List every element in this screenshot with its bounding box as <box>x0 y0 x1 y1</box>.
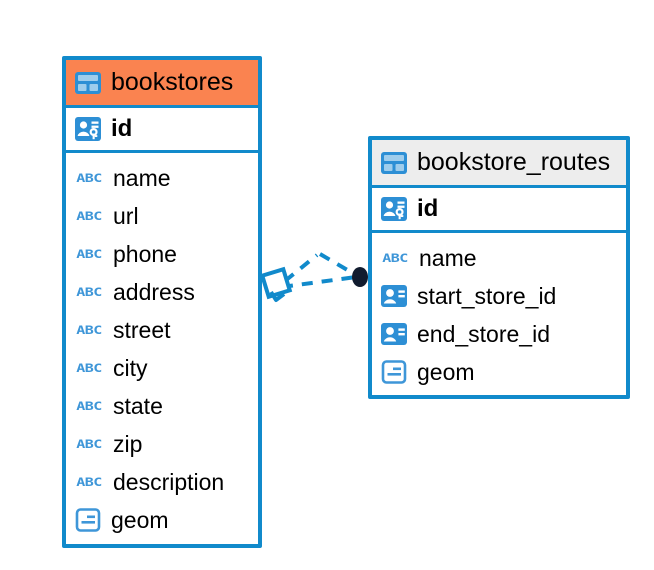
field-label: state <box>113 392 163 419</box>
field-row[interactable]: ABC city <box>66 349 258 387</box>
field-label: geom <box>417 358 475 385</box>
field-label: name <box>419 244 477 271</box>
relationship-branch-3 <box>318 252 358 277</box>
field-row[interactable]: end_store_id <box>372 315 626 353</box>
abc-text-icon: ABC <box>76 436 102 451</box>
field-row[interactable]: ABC street <box>66 311 258 349</box>
entity-header[interactable]: bookstore_routes <box>372 140 626 188</box>
diamond-marker <box>259 266 293 302</box>
primary-key-row[interactable]: id <box>66 108 258 153</box>
field-label: zip <box>113 430 143 457</box>
field-row[interactable]: geom <box>66 501 258 539</box>
field-list: ABC name start_store_id <box>372 233 626 397</box>
field-label: city <box>113 354 148 381</box>
field-label: url <box>113 202 139 229</box>
field-row[interactable]: ABC address <box>66 273 258 311</box>
field-row[interactable]: geom <box>372 353 626 391</box>
relationship-branch-2 <box>283 253 319 283</box>
primary-key-icon <box>381 196 407 222</box>
field-list: ABC name ABC url ABC phone ABC address A… <box>66 153 258 545</box>
entity-bookstore-routes[interactable]: bookstore_routes id ABC name <box>368 136 630 399</box>
field-label: description <box>113 468 225 495</box>
field-label: address <box>113 278 195 305</box>
field-label: id <box>111 115 133 142</box>
field-row[interactable]: ABC description <box>66 463 258 501</box>
field-label: start_store_id <box>417 282 557 309</box>
relationship-branch-1 <box>281 275 357 289</box>
abc-text-icon: ABC <box>76 474 102 489</box>
abc-text-icon: ABC <box>76 398 102 413</box>
field-label: name <box>113 164 171 191</box>
filled-circle-marker <box>352 267 368 287</box>
primary-key-row[interactable]: id <box>372 188 626 233</box>
field-row[interactable]: ABC name <box>66 159 258 197</box>
field-label: id <box>417 195 439 222</box>
foreign-key-icon <box>381 284 407 308</box>
abc-text-icon: ABC <box>76 322 102 337</box>
field-row[interactable]: ABC url <box>66 197 258 235</box>
abc-text-icon: ABC <box>76 208 102 223</box>
field-label: street <box>113 316 171 343</box>
field-row[interactable]: start_store_id <box>372 277 626 315</box>
entity-title: bookstores <box>111 68 234 96</box>
field-label: geom <box>111 506 169 533</box>
table-icon <box>75 71 101 94</box>
field-row[interactable]: ABC zip <box>66 425 258 463</box>
entity-bookstores[interactable]: bookstores id ABC name <box>62 56 262 548</box>
field-row[interactable]: ABC state <box>66 387 258 425</box>
primary-key-icon <box>75 116 101 142</box>
field-label: end_store_id <box>417 320 550 347</box>
foreign-key-icon <box>381 322 407 346</box>
entity-title: bookstore_routes <box>417 148 611 176</box>
geometry-icon <box>75 508 101 532</box>
abc-text-icon: ABC <box>382 250 408 265</box>
abc-text-icon: ABC <box>76 284 102 299</box>
relationship-lines <box>281 252 358 289</box>
entity-header[interactable]: bookstores <box>66 60 258 108</box>
field-label: phone <box>113 240 177 267</box>
field-row[interactable]: ABC phone <box>66 235 258 273</box>
abc-text-icon: ABC <box>76 170 102 185</box>
geometry-icon <box>381 360 407 384</box>
abc-text-icon: ABC <box>76 360 102 375</box>
table-icon <box>381 151 407 174</box>
abc-text-icon: ABC <box>76 246 102 261</box>
field-row[interactable]: ABC name <box>372 239 626 277</box>
